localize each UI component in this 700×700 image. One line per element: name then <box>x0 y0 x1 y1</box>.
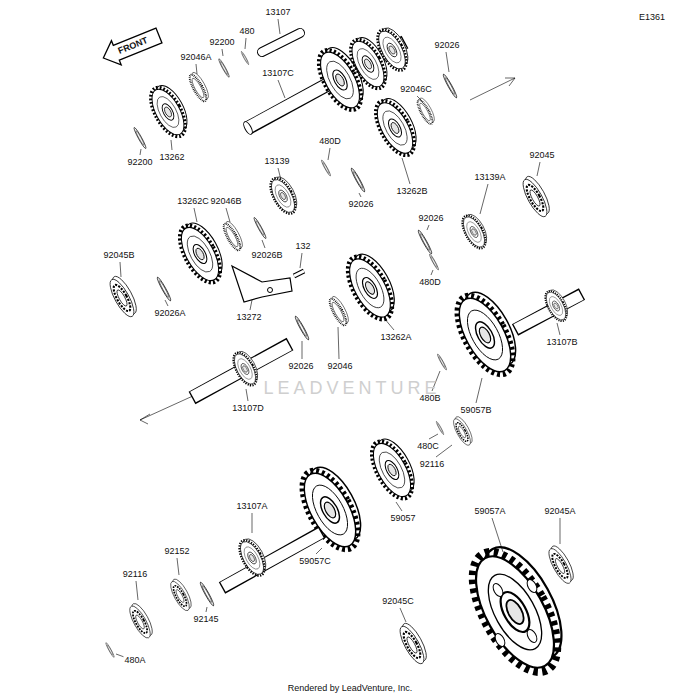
callout-number: 92152 <box>163 547 190 556</box>
callout-number: 480A <box>123 656 146 665</box>
callout-number: 13107D <box>231 404 265 413</box>
callout-number: 92046A <box>179 53 212 62</box>
callout-number: 480C <box>416 442 440 451</box>
callout-number: 13262A <box>379 333 412 342</box>
callout-number: 59057C <box>298 557 332 566</box>
callout-number: 92026A <box>153 309 186 318</box>
callout-number: 13272 <box>235 313 262 322</box>
diagram-code: E1361 <box>638 13 666 22</box>
callout-number: 480D <box>318 137 342 146</box>
callout-number: 13107A <box>235 502 268 511</box>
callout-number: 92200 <box>208 38 235 47</box>
callout-number: 13139 <box>263 157 290 166</box>
callout-number: 92200 <box>126 158 153 167</box>
callout-number: 59057A <box>473 507 506 516</box>
callout-number: 92046B <box>209 197 242 206</box>
callout-number: 13139A <box>473 173 506 182</box>
callout-number: 13262B <box>395 187 428 196</box>
callout-number: 92046C <box>399 85 433 94</box>
callout-number: 59057 <box>389 514 416 523</box>
callout-number: 92026 <box>347 200 374 209</box>
callout-number: 13107 <box>264 8 291 17</box>
callout-number: 59057B <box>459 406 492 415</box>
callout-number: 13262 <box>158 153 185 162</box>
callout-number: 132 <box>294 242 311 251</box>
callout-number: 13107B <box>545 338 578 347</box>
credit-text: Rendered by LeadVenture, Inc. <box>287 684 414 693</box>
callout-number: 13262C <box>176 197 210 206</box>
callout-number: 92026 <box>417 214 444 223</box>
callout-number: 92026 <box>433 41 460 50</box>
callout-number: 480D <box>418 278 442 287</box>
callout-number: 92045C <box>381 597 415 606</box>
callout-number: 92026 <box>287 362 314 371</box>
callout-number: 92116 <box>122 570 148 579</box>
callout-number: 92046 <box>326 362 353 371</box>
callout-number: 92026B <box>250 251 283 260</box>
callout-number: 13107C <box>261 69 295 78</box>
callout-number: 92045 <box>528 151 555 160</box>
callout-number: 92145 <box>192 615 219 624</box>
callout-number: 480 <box>238 27 255 36</box>
callout-number: 92045A <box>543 507 576 516</box>
callout-number: 92045B <box>102 251 135 260</box>
watermark: LEADVENTURE <box>262 379 441 397</box>
callout-number: 92116 <box>419 460 445 469</box>
